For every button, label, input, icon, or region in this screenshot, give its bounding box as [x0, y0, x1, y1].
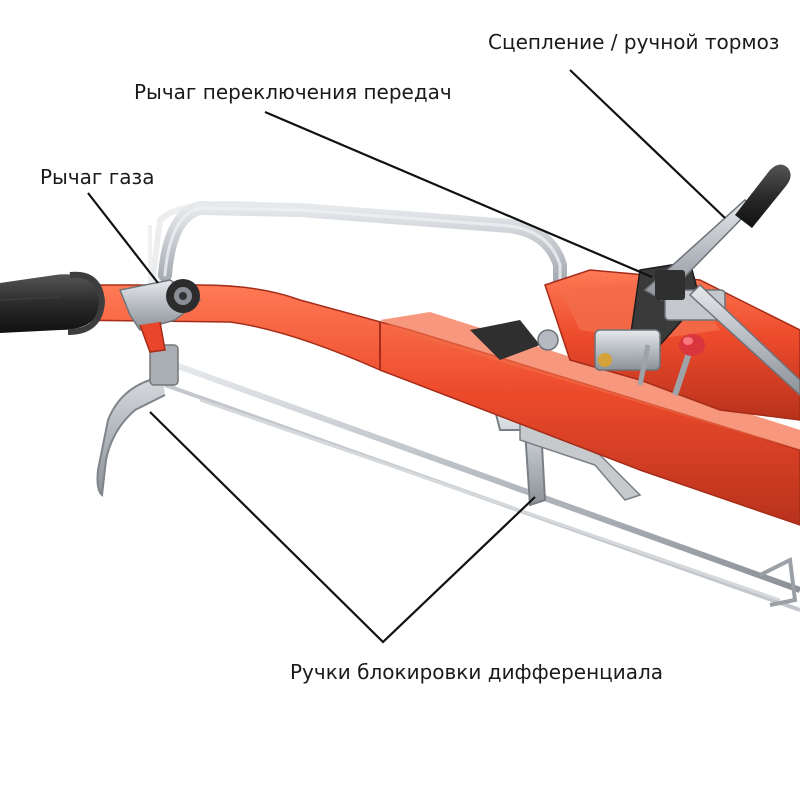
- handlebar-loop: [158, 200, 567, 317]
- label-diff-lock: Ручки блокировки дифференциала: [290, 660, 664, 684]
- throttle-lever: [118, 279, 202, 353]
- label-throttle: Рычаг газа: [40, 165, 155, 189]
- label-clutch-brake: Сцепление / ручной тормоз: [488, 30, 780, 54]
- callout-diff-lock: [149, 411, 536, 644]
- callout-throttle: [87, 192, 159, 284]
- callout-gear: [264, 110, 653, 279]
- label-gear-lever: Рычаг переключения передач: [134, 80, 452, 104]
- mount-clamp: [470, 320, 559, 360]
- clutch-brake-lever: [643, 164, 800, 397]
- callout-clutch: [569, 69, 726, 219]
- callout-lines: [87, 69, 726, 644]
- hand-grip: [0, 271, 106, 335]
- diff-lock-rods: [164, 362, 800, 612]
- diff-lock-handle-left: [96, 344, 179, 497]
